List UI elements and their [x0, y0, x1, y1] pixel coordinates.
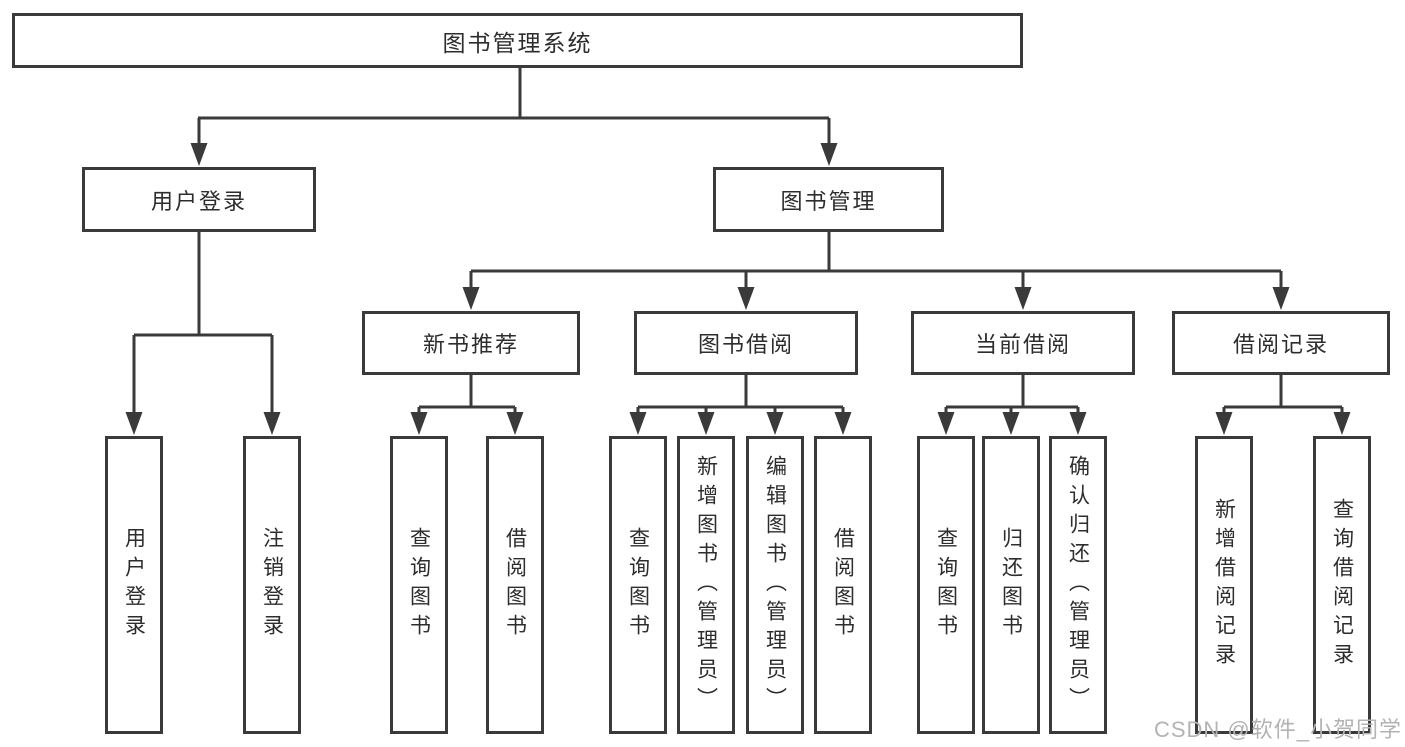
arrowhead-icon: [410, 412, 428, 435]
node-new-book-recommend: 新书推荐: [362, 311, 580, 375]
leaf-edit-books-admin: 编辑图书（管理员）: [746, 436, 804, 734]
arrowhead-icon: [834, 412, 852, 435]
leaf-query-borrow-record: 查询借阅记录: [1313, 436, 1371, 734]
leaf-edit-books-admin-label: 编辑图书（管理员）: [763, 454, 787, 716]
leaf-add-borrow-record-label: 新增借阅记录: [1212, 498, 1236, 672]
arrowhead-icon: [1215, 412, 1233, 435]
node-current-borrow: 当前借阅: [911, 311, 1135, 375]
arrowhead-icon: [766, 412, 784, 435]
leaf-borrow-query-books: 查询图书: [609, 436, 667, 734]
arrowhead-icon: [125, 412, 143, 435]
leaf-recommend-borrow-books: 借阅图书: [486, 436, 544, 734]
arrowhead-icon: [629, 412, 647, 435]
csdn-watermark: CSDN @软件_小贺同学: [1153, 717, 1402, 742]
leaf-confirm-return-admin: 确认归还（管理员）: [1049, 436, 1107, 734]
leaf-borrow-query-books-label: 查询图书: [626, 527, 650, 643]
node-book-management: 图书管理: [713, 167, 944, 232]
arrowhead-icon: [462, 287, 480, 310]
leaf-confirm-return-admin-label: 确认归还（管理员）: [1066, 454, 1090, 716]
leaf-recommend-query-books: 查询图书: [390, 436, 448, 734]
arrowhead-icon: [1333, 412, 1351, 435]
arrowhead-icon: [1014, 287, 1032, 310]
leaf-logout: 注销登录: [243, 436, 301, 734]
arrowhead-icon: [190, 143, 208, 166]
leaf-recommend-borrow-books-label: 借阅图书: [503, 527, 527, 643]
arrowhead-icon: [820, 143, 838, 166]
leaf-add-books-admin: 新增图书（管理员）: [677, 436, 735, 734]
arrowhead-icon: [263, 412, 281, 435]
arrowhead-icon: [937, 412, 955, 435]
arrowhead-icon: [1272, 287, 1290, 310]
arrowhead-icon: [737, 287, 755, 310]
leaf-borrow-books: 借阅图书: [814, 436, 872, 734]
leaf-current-query-books-label: 查询图书: [934, 527, 958, 643]
node-borrow-records: 借阅记录: [1172, 311, 1390, 375]
arrowhead-icon: [1002, 412, 1020, 435]
leaf-return-books: 归还图书: [982, 436, 1040, 734]
node-book-borrow: 图书借阅: [634, 311, 858, 375]
leaf-return-books-label: 归还图书: [999, 527, 1023, 643]
arrowhead-icon: [697, 412, 715, 435]
arrowhead-icon: [506, 412, 524, 435]
leaf-recommend-query-books-label: 查询图书: [407, 527, 431, 643]
leaf-add-borrow-record: 新增借阅记录: [1195, 436, 1253, 734]
arrowhead-icon: [1069, 412, 1087, 435]
node-user-login-group: 用户登录: [82, 167, 316, 232]
leaf-logout-label: 注销登录: [260, 527, 284, 643]
leaf-add-books-admin-label: 新增图书（管理员）: [694, 454, 718, 716]
leaf-user-login-label: 用户登录: [122, 527, 146, 643]
leaf-user-login: 用户登录: [105, 436, 163, 734]
leaf-borrow-books-label: 借阅图书: [831, 527, 855, 643]
leaf-query-borrow-record-label: 查询借阅记录: [1330, 498, 1354, 672]
node-library-system: 图书管理系统: [12, 13, 1023, 68]
leaf-current-query-books: 查询图书: [917, 436, 975, 734]
